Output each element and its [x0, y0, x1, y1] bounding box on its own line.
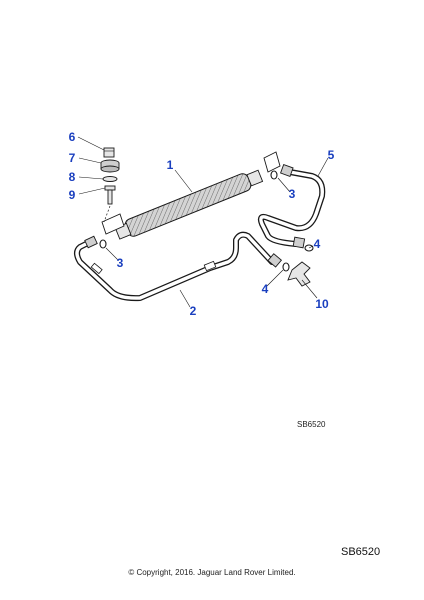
- leader-lines: [77, 136, 329, 308]
- mount-axis-line: [103, 205, 111, 223]
- callout-9: 9: [68, 188, 76, 202]
- callout-1: 1: [166, 158, 174, 172]
- fitting-right-lower: [292, 236, 306, 249]
- o-ring-4-lower: [282, 262, 290, 272]
- callout-6: 6: [68, 130, 76, 144]
- fitting-right-upper: [280, 163, 294, 177]
- clip-part: [287, 261, 311, 287]
- fitting-left: [84, 235, 98, 249]
- figure-ref-inner: SB6520: [297, 420, 326, 429]
- callout-7: 7: [68, 151, 76, 165]
- copyright-text: © Copyright, 2016. Jaguar Land Rover Lim…: [128, 568, 296, 577]
- callout-4-right: 4: [313, 237, 321, 251]
- oil-cooler: [101, 151, 281, 240]
- mount-nut: [103, 147, 115, 158]
- mount-bolt: [104, 185, 116, 205]
- callout-10: 10: [315, 297, 329, 311]
- mount-bush: [100, 159, 120, 173]
- fitting-lower-end: [267, 253, 283, 268]
- callout-2: 2: [189, 304, 197, 318]
- o-ring-4-right: [304, 244, 314, 252]
- callout-3-left: 3: [116, 256, 124, 270]
- o-ring-3-right: [270, 170, 278, 180]
- callout-8: 8: [68, 170, 76, 184]
- callout-4-lower: 4: [261, 282, 269, 296]
- figure-ref-outer: SB6520: [341, 546, 381, 558]
- callout-3-right: 3: [288, 187, 296, 201]
- o-ring-3-left: [99, 239, 107, 249]
- callout-5: 5: [327, 148, 335, 162]
- mount-washer: [102, 176, 118, 182]
- pipe-upper: [257, 169, 326, 247]
- pipe-lower: [74, 231, 275, 302]
